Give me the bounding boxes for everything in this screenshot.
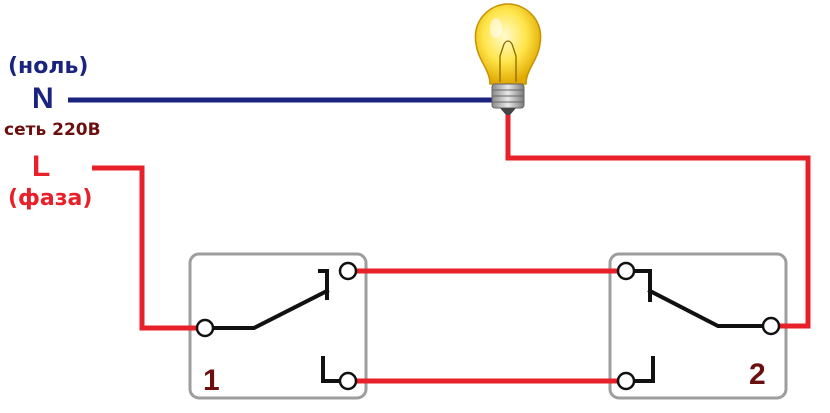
switch-2-lever: [647, 288, 772, 328]
switch-2-top-contact: [633, 269, 652, 302]
terminal: [338, 371, 358, 391]
switch-1-lever: [208, 288, 330, 330]
terminal: [338, 261, 358, 281]
light-bulb-icon: [474, 3, 542, 115]
switch-1-number: 1: [203, 364, 220, 397]
terminal: [616, 261, 636, 281]
neutral-caption: (ноль): [8, 54, 89, 79]
switch-2-contacts: [630, 269, 772, 383]
terminal: [195, 318, 215, 338]
switch-2-bottom-contact: [630, 356, 655, 383]
network-label: сеть 220В: [4, 120, 101, 140]
terminal: [616, 371, 636, 391]
terminal: [761, 316, 781, 336]
phase-wire: [92, 165, 203, 331]
switch-1-top-contact: [318, 269, 329, 300]
switch-2-number: 2: [749, 358, 766, 391]
neutral-letter: N: [32, 82, 54, 115]
switch-1-bottom-contact: [321, 356, 345, 383]
phase-caption: (фаза): [8, 186, 93, 211]
phase-letter: L: [32, 150, 51, 183]
lamp-wire: [505, 112, 811, 329]
switch-1-contacts: [208, 269, 345, 383]
